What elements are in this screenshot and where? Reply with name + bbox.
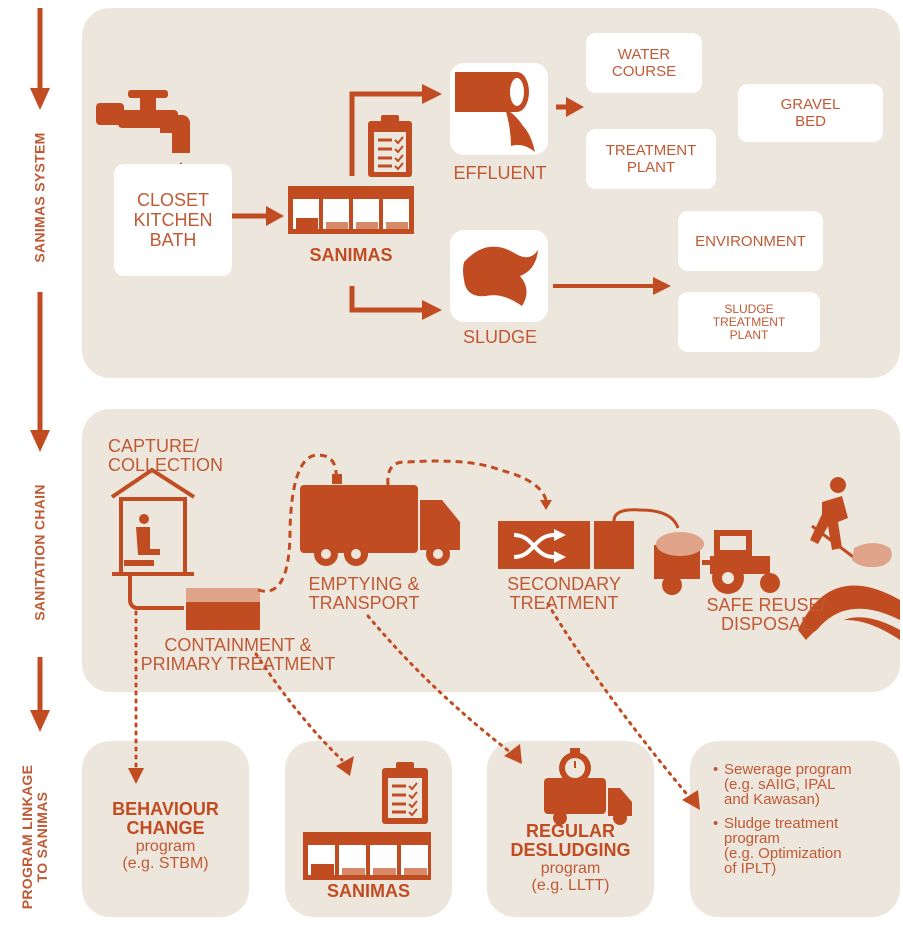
secondary-label: SECONDARY TREATMENT bbox=[507, 574, 621, 613]
tractor-icon bbox=[654, 530, 780, 595]
sanimas-program-title: SANIMAS bbox=[326, 881, 410, 901]
clipboard-icon bbox=[368, 115, 412, 177]
source-box: CLOSET KITCHEN BATH bbox=[114, 164, 232, 276]
containment-label: CONTAINMENT & PRIMARY TREATMENT bbox=[140, 635, 336, 674]
behaviour-program: BEHAVIOUR CHANGE program (e.g. STBM) bbox=[82, 799, 249, 873]
desludging-program: REGULAR DESLUDGING program (e.g. LLTT) bbox=[487, 821, 654, 895]
effluent-label: EFFLUENT bbox=[453, 163, 547, 183]
tank-icon bbox=[303, 832, 431, 880]
water-course-box: WATER COURSE bbox=[586, 33, 702, 93]
sewerage-program: Sewerage program (e.g. sAIIG, IPAL and K… bbox=[712, 762, 892, 885]
behaviour-title: BEHAVIOUR CHANGE bbox=[112, 799, 219, 838]
faucet-icon bbox=[96, 90, 190, 176]
sanimas-label: SANIMAS bbox=[309, 245, 393, 265]
effluent-pipe-icon bbox=[455, 72, 535, 152]
tank-icon bbox=[288, 186, 414, 234]
sludge-icon bbox=[463, 246, 538, 306]
mixer-icon bbox=[498, 508, 680, 569]
desludging-sub: program (e.g. LLTT) bbox=[531, 860, 610, 894]
clipboard-icon bbox=[382, 762, 428, 824]
behaviour-program-panel bbox=[82, 741, 249, 917]
capture-label: CAPTURE/ COLLECTION bbox=[108, 436, 224, 475]
sanimas-program: SANIMAS bbox=[285, 882, 452, 901]
sanitation-chain-panel bbox=[82, 409, 900, 692]
environment-box: ENVIRONMENT bbox=[678, 211, 823, 271]
emptying-label: EMPTYING & TRANSPORT bbox=[308, 574, 420, 613]
desludging-title: REGULAR DESLUDGING bbox=[510, 821, 631, 860]
gravel-bed-box: GRAVEL BED bbox=[738, 84, 883, 142]
farmer-icon bbox=[798, 477, 900, 646]
containment-tank bbox=[186, 602, 260, 630]
sludge-label: SLUDGE bbox=[462, 327, 538, 347]
program-bullet-list: Sewerage program (e.g. sAIIG, IPAL and K… bbox=[712, 762, 892, 876]
sludge-treatment-bullet: Sludge treatment program (e.g. Optimizat… bbox=[713, 816, 892, 876]
treatment-plant-box: TREATMENT PLANT bbox=[586, 129, 716, 189]
truck-icon bbox=[300, 474, 460, 566]
containment-tank-top bbox=[186, 588, 260, 604]
sludge-treatment-plant-box: SLUDGE TREATMENT PLANT bbox=[678, 292, 820, 352]
reuse-label: SAFE REUSE/ DISPOSAL bbox=[706, 595, 826, 634]
latrine-icon bbox=[110, 467, 196, 610]
behaviour-sub: program (e.g. STBM) bbox=[122, 838, 209, 872]
stopwatch-truck-icon bbox=[544, 748, 632, 825]
sewerage-bullet: Sewerage program (e.g. sAIIG, IPAL and K… bbox=[713, 762, 892, 807]
